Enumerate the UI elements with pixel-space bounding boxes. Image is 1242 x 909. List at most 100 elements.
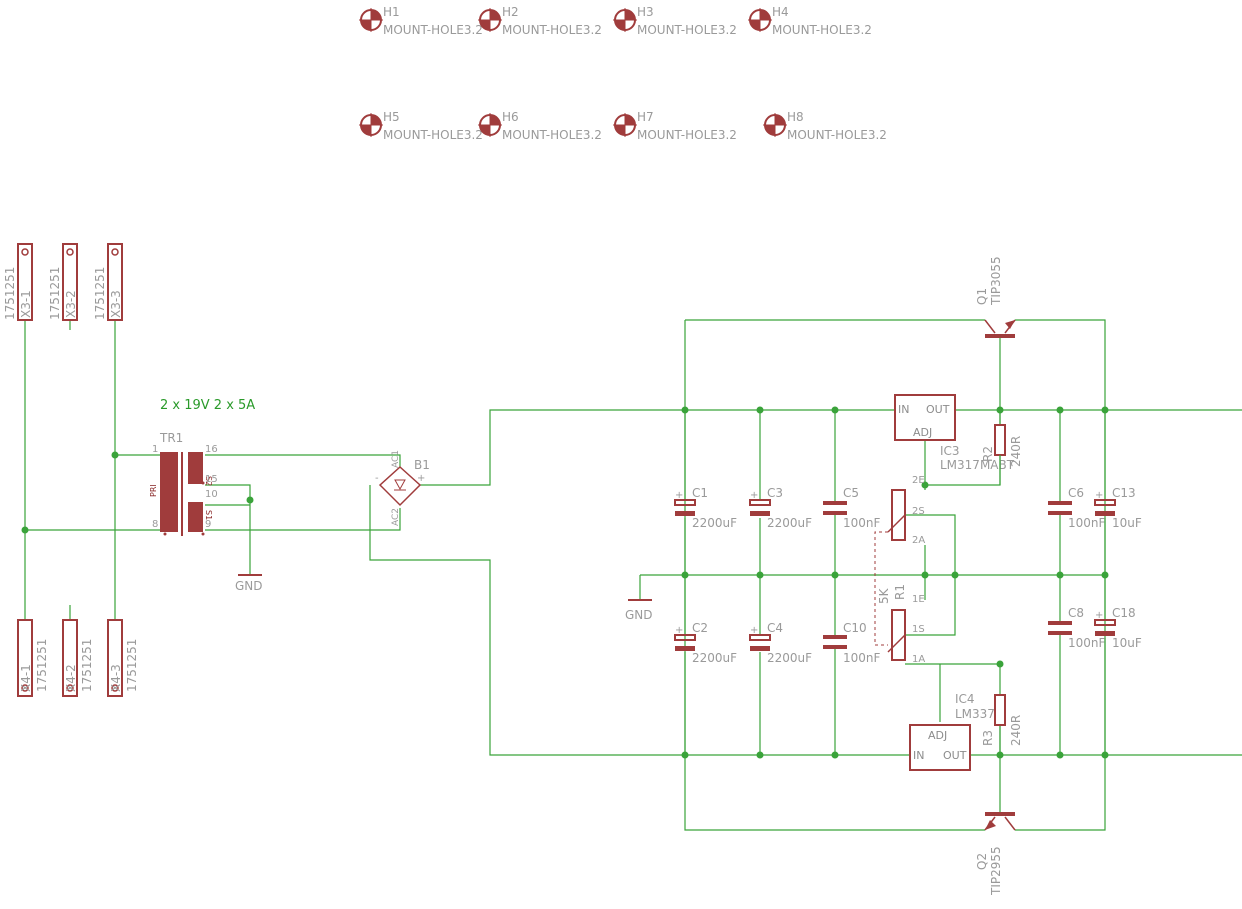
bridge-minus-label: - bbox=[375, 473, 379, 484]
capacitor-ref: C6 bbox=[1068, 486, 1084, 500]
connector-x3-1[interactable]: 1751251 X3-1 bbox=[3, 243, 33, 321]
capacitor-value: 2200uF bbox=[692, 516, 737, 530]
polarity-plus: + bbox=[1095, 610, 1103, 621]
mount-hole-value: MOUNT-HOLE3.2 bbox=[502, 23, 602, 37]
connector-ref: X4-2 bbox=[64, 664, 78, 692]
mount-holes: H1 MOUNT-HOLE3.2 H2 MOUNT-HOLE3.2 H3 MOU… bbox=[359, 5, 887, 142]
capacitor-ref: C3 bbox=[767, 486, 783, 500]
connector-x4-2[interactable]: X4-2 1751251 bbox=[62, 619, 94, 697]
mount-hole-value: MOUNT-HOLE3.2 bbox=[637, 128, 737, 142]
capacitor-value: 100nF bbox=[843, 651, 881, 665]
capacitor-ref: C2 bbox=[692, 621, 708, 635]
mount-hole-value: MOUNT-HOLE3.2 bbox=[383, 23, 483, 37]
capacitor-value: 2200uF bbox=[767, 651, 812, 665]
wires bbox=[24, 282, 1242, 831]
transformer-tr1[interactable]: 2 x 19V 2 x 5A TR1 PRI S2 S1 1 8 16 15 1… bbox=[149, 398, 255, 536]
capacitor-c1[interactable]: + C1 2200uF bbox=[674, 486, 737, 530]
capacitor-ref: C8 bbox=[1068, 606, 1084, 620]
connector-x3-3[interactable]: 1751251 X3-3 bbox=[93, 243, 123, 321]
transformer-ref: TR1 bbox=[159, 431, 183, 445]
bridge-rectifier-b1[interactable]: B1 AC1 AC2 + - bbox=[375, 450, 430, 526]
secondary-2-label: S2 bbox=[204, 476, 213, 486]
capacitor-value: 2200uF bbox=[692, 651, 737, 665]
regulator-ic3[interactable]: IN OUT ADJ IC3 LM317MABT bbox=[894, 394, 1015, 472]
resistor-r3[interactable]: R3 240R bbox=[981, 694, 1023, 746]
capacitor-value: 2200uF bbox=[767, 516, 812, 530]
connector-value: 1751251 bbox=[93, 267, 107, 320]
capacitor-ref: C4 bbox=[767, 621, 783, 635]
mount-hole-h7[interactable]: H7 MOUNT-HOLE3.2 bbox=[613, 110, 737, 142]
connector-x4-3[interactable]: X4-3 1751251 bbox=[107, 619, 139, 697]
capacitor-c4[interactable]: + C4 2200uF bbox=[749, 621, 812, 665]
connector-value: 1751251 bbox=[125, 639, 139, 692]
transformer-note: 2 x 19V 2 x 5A bbox=[160, 398, 255, 413]
connector-ref: X3-3 bbox=[109, 290, 123, 318]
connector-value: 1751251 bbox=[3, 267, 17, 320]
connector-x3-2[interactable]: 1751251 X3-2 bbox=[48, 243, 78, 321]
pin-in-label: IN bbox=[898, 403, 909, 416]
pot-value: 5K bbox=[877, 587, 891, 604]
polarity-plus: + bbox=[750, 490, 758, 501]
mount-hole-value: MOUNT-HOLE3.2 bbox=[772, 23, 872, 37]
pin-9-label: 9 bbox=[205, 519, 211, 530]
mount-hole-ref: H4 bbox=[772, 5, 789, 19]
pot-pin-1s: 1S bbox=[912, 624, 925, 635]
pin-out-label: OUT bbox=[926, 403, 950, 416]
capacitor-c3[interactable]: + C3 2200uF bbox=[749, 486, 812, 530]
pin-16-label: 16 bbox=[205, 444, 218, 455]
capacitor-ref: C1 bbox=[692, 486, 708, 500]
mount-hole-h6[interactable]: H6 MOUNT-HOLE3.2 bbox=[478, 110, 602, 142]
capacitor-value: 10uF bbox=[1112, 636, 1142, 650]
capacitor-ref: C10 bbox=[843, 621, 867, 635]
capacitor-ref: C5 bbox=[843, 486, 859, 500]
junctions bbox=[21, 406, 1109, 759]
capacitor-c8[interactable]: C8 100nF bbox=[1048, 606, 1106, 650]
bridge-ac2-label: AC2 bbox=[391, 508, 401, 526]
regulator-ic4[interactable]: ADJ IN OUT IC4 LM337 bbox=[909, 692, 995, 771]
capacitor-value: 10uF bbox=[1112, 516, 1142, 530]
connector-value: 1751251 bbox=[48, 267, 62, 320]
resistor-value: 240R bbox=[1009, 436, 1023, 467]
resistor-ref: R3 bbox=[981, 730, 995, 746]
mount-hole-h5[interactable]: H5 MOUNT-HOLE3.2 bbox=[359, 110, 483, 142]
transistor-ref: Q1 bbox=[975, 288, 989, 305]
potentiometer-r1[interactable]: 2E 2S 2A 1E 1S 1A 5K R1 bbox=[874, 475, 925, 665]
resistor-r2[interactable]: R2 240R bbox=[981, 424, 1023, 485]
mount-hole-ref: H8 bbox=[787, 110, 804, 124]
bridge-plus-label: + bbox=[417, 473, 425, 484]
mount-hole-ref: H5 bbox=[383, 110, 400, 124]
polarity-plus: + bbox=[1095, 490, 1103, 501]
connector-value: 1751251 bbox=[35, 639, 49, 692]
mount-hole-h3[interactable]: H3 MOUNT-HOLE3.2 bbox=[613, 5, 737, 37]
connector-ref: X3-1 bbox=[19, 290, 33, 318]
transistor-q2[interactable]: Q2 TIP2955 bbox=[975, 812, 1016, 896]
pin-1-label: 1 bbox=[152, 444, 158, 455]
mount-hole-h1[interactable]: H1 MOUNT-HOLE3.2 bbox=[359, 5, 483, 37]
capacitor-c18[interactable]: + C18 10uF bbox=[1094, 606, 1142, 650]
capacitor-c6[interactable]: C6 100nF bbox=[1048, 486, 1106, 530]
capacitor-ref: C13 bbox=[1112, 486, 1136, 500]
mount-hole-h2[interactable]: H2 MOUNT-HOLE3.2 bbox=[478, 5, 602, 37]
capacitor-c5[interactable]: C5 100nF bbox=[823, 486, 881, 530]
mount-hole-h4[interactable]: H4 MOUNT-HOLE3.2 bbox=[748, 5, 872, 37]
pin-adj-label: ADJ bbox=[913, 426, 932, 439]
mount-hole-value: MOUNT-HOLE3.2 bbox=[502, 128, 602, 142]
capacitor-c10[interactable]: C10 100nF bbox=[823, 621, 881, 665]
pin-8-label: 8 bbox=[152, 519, 158, 530]
polarity-plus: + bbox=[675, 490, 683, 501]
regulator-ref: IC3 bbox=[940, 444, 960, 458]
pot-ref: R1 bbox=[893, 584, 907, 600]
bridge-ac1-label: AC1 bbox=[391, 450, 401, 468]
primary-label: PRI bbox=[149, 484, 158, 497]
capacitor-c2[interactable]: + C2 2200uF bbox=[674, 621, 737, 665]
pin-10-label: 10 bbox=[205, 489, 218, 500]
capacitor-c13[interactable]: + C13 10uF bbox=[1094, 486, 1142, 530]
connector-ref: X4-1 bbox=[19, 664, 33, 692]
gnd-symbol-left: GND bbox=[235, 574, 263, 593]
polarity-plus: + bbox=[750, 625, 758, 636]
connector-x4-1[interactable]: X4-1 1751251 bbox=[17, 619, 49, 697]
mount-hole-h8[interactable]: H8 MOUNT-HOLE3.2 bbox=[763, 110, 887, 142]
transistor-q1[interactable]: Q1 TIP3055 bbox=[975, 256, 1016, 338]
capacitor-value: 100nF bbox=[1068, 516, 1106, 530]
bridge-ref: B1 bbox=[414, 458, 430, 472]
